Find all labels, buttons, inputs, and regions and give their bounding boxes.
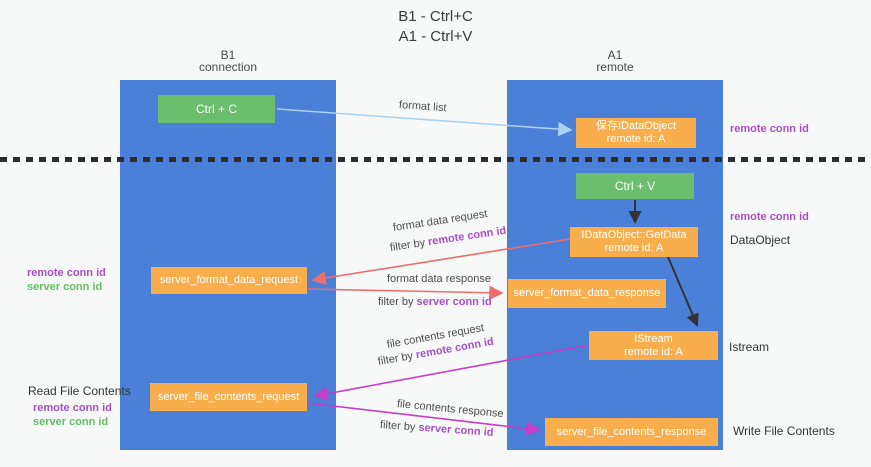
label-remote-conn-id-right-mid: remote conn id: [730, 211, 809, 223]
label-dataobject: DataObject: [730, 233, 791, 247]
server-conn-id-text: server conn id: [418, 421, 494, 439]
lane-a1-subtitle: remote: [596, 60, 634, 74]
node-server-file-contents-request: server_file_contents_request: [150, 383, 307, 411]
lane-b1-subtitle: connection: [198, 60, 258, 74]
title-line-2: A1 - Ctrl+V: [398, 28, 473, 45]
lane-header-a1: A1 remote: [507, 49, 723, 73]
node-ctrl-c-label: Ctrl + C: [195, 102, 237, 116]
title-line-1: B1 - Ctrl+C: [398, 8, 473, 25]
node-istream-line1: IStream: [634, 332, 673, 345]
node-ctrl-v: Ctrl + V: [576, 173, 694, 199]
page-title: B1 - Ctrl+C A1 - Ctrl+V: [0, 7, 871, 47]
node-server-format-data-response: server_format_data_response: [508, 279, 666, 308]
lane-b1-name: B1: [220, 48, 236, 62]
label-read-file-contents: Read File Contents: [28, 384, 131, 398]
node-server-file-contents-response: server_file_contents_response: [545, 418, 718, 446]
divider-dashed-line: [0, 157, 871, 162]
node-istream-line2: remote id: A: [624, 345, 683, 358]
label-remote-conn-id-left-bottom: remote conn id: [33, 402, 112, 414]
node-getdata-line1: IDataObject::GetData: [581, 229, 687, 241]
label-remote-conn-id-right-top: remote conn id: [730, 123, 809, 135]
label-write-file-contents: Write File Contents: [733, 424, 835, 438]
label-server-conn-id-left-bottom: server conn id: [33, 416, 109, 428]
filter-by-text: filter by: [389, 236, 429, 254]
node-server-file-contents-response-label: server_file_contents_response: [556, 425, 707, 438]
node-server-file-contents-request-label: server_file_contents_request: [157, 390, 300, 403]
arrow-format-data-response: [307, 285, 504, 300]
node-save-idataobject: 保存IDataObject remote id: A: [576, 118, 696, 148]
node-getdata: IDataObject::GetData remote id: A: [570, 227, 698, 257]
lane-header-b1: B1 connection: [120, 49, 336, 73]
node-ctrl-c: Ctrl + C: [158, 95, 275, 123]
node-ctrl-v-label: Ctrl + V: [614, 179, 656, 193]
label-left-conn-ids-top: remote conn id server conn id: [27, 266, 106, 294]
node-save-idataobject-line1: 保存IDataObject: [595, 120, 677, 132]
node-getdata-line2: remote id: A: [604, 242, 664, 254]
node-istream: IStream remote id: A: [589, 331, 718, 360]
server-conn-id-text: server conn id: [416, 296, 492, 308]
node-save-idataobject-line2: remote id: A: [606, 133, 666, 145]
filter-by-text: filter by: [376, 349, 417, 368]
node-server-format-data-request-label: server_format_data_request: [159, 274, 299, 286]
label-server-conn-id-left-top: server conn id: [27, 281, 103, 293]
node-server-format-data-request: server_format_data_request: [151, 267, 307, 294]
label-format-list: format list: [398, 99, 447, 115]
node-server-format-data-response-label: server_format_data_response: [513, 287, 661, 299]
label-left-conn-ids-bottom: remote conn id server conn id: [33, 401, 112, 429]
label-istream-right: Istream: [729, 340, 770, 354]
label-file-contents-response: file contents response: [396, 398, 505, 421]
lane-a1-name: A1: [607, 48, 623, 62]
label-filter-by-server-conn-id-1: filter by server conn id: [378, 296, 492, 308]
label-filter-by-server-conn-id-2: filter by server conn id: [380, 419, 494, 439]
filter-by-text: filter by: [379, 419, 419, 434]
label-remote-conn-id-left-top: remote conn id: [27, 267, 106, 279]
label-format-data-response: format data response: [387, 273, 491, 285]
filter-by-text: filter by: [378, 296, 417, 308]
remote-conn-id-text: remote conn id: [427, 224, 507, 249]
